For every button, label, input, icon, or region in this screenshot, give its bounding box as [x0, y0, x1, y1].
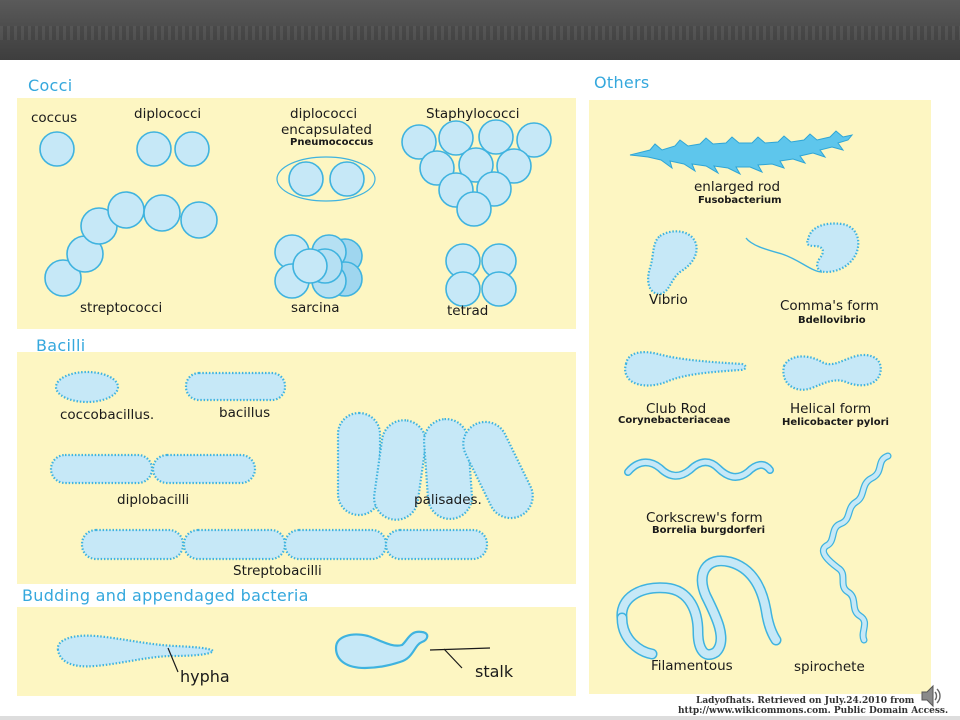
pneumococcus-cell [288, 161, 324, 197]
label-pneumococcus: Pneumococcus [290, 137, 374, 148]
label-spirochete: spirochete [794, 659, 865, 675]
section-header-budding: Budding and appendaged bacteria [22, 586, 309, 605]
stalk-cell [334, 630, 429, 670]
label-club-rod: Club Rod [646, 401, 707, 417]
enlarged-rod [629, 130, 854, 176]
label-coccus: coccus [31, 110, 78, 126]
label-streptococci: streptococci [80, 300, 163, 316]
label-commas-form: Comma's form [780, 298, 879, 314]
label-bdellovibrio: Bdellovibrio [798, 315, 866, 326]
section-header-bacilli: Bacilli [36, 336, 86, 355]
label-diplococci: diplococci [134, 106, 202, 122]
diplococci-cell [174, 131, 210, 167]
label-enlarged-rod: enlarged rod [694, 179, 781, 195]
label-hypha: hypha [180, 667, 230, 686]
label-diplobacilli: diplobacilli [117, 492, 190, 508]
label-stalk: stalk [475, 662, 514, 681]
label-diplococci-encapsulated-2: encapsulated [281, 122, 372, 138]
label-corynebacteriaceae: Corynebacteriaceae [618, 415, 731, 426]
coccus-cell [39, 131, 75, 167]
label-tetrad: tetrad [447, 303, 489, 319]
label-helical-form: Helical form [790, 401, 872, 417]
label-streptobacilli: Streptobacilli [233, 563, 322, 579]
label-fusobacterium: Fusobacterium [698, 195, 782, 206]
label-bacillus: bacillus [219, 405, 271, 421]
section-header-others: Others [594, 73, 650, 92]
label-vibrio: Vibrio [649, 292, 688, 308]
label-staphylococci: Staphylococci [426, 106, 520, 122]
label-sarcina: sarcina [291, 300, 340, 316]
speaker-icon[interactable] [920, 683, 942, 709]
section-header-cocci: Cocci [28, 76, 73, 95]
label-borrelia: Borrelia burgdorferi [652, 525, 766, 536]
pneumococcus-cell [329, 161, 365, 197]
label-diplococci-encapsulated-1: diplococci [290, 106, 358, 122]
label-helicobacter: Helicobacter pylori [782, 417, 889, 428]
label-filamentous: Filamentous [651, 658, 733, 674]
top-banner [0, 0, 960, 60]
label-palisades: palisades. [414, 492, 482, 508]
diplococci-cell [136, 131, 172, 167]
credit-line-1: Ladyofhats. Retrieved on July.24.2010 fr… [696, 696, 915, 706]
hypha-cell [56, 634, 215, 668]
capsule [276, 156, 376, 202]
label-corkscrew-form: Corkscrew's form [646, 510, 763, 526]
label-coccobacillus: coccobacillus. [60, 407, 155, 423]
credit-line-2: http://www.wikicommons.com. Public Domai… [678, 706, 949, 716]
bottom-border [0, 716, 960, 720]
